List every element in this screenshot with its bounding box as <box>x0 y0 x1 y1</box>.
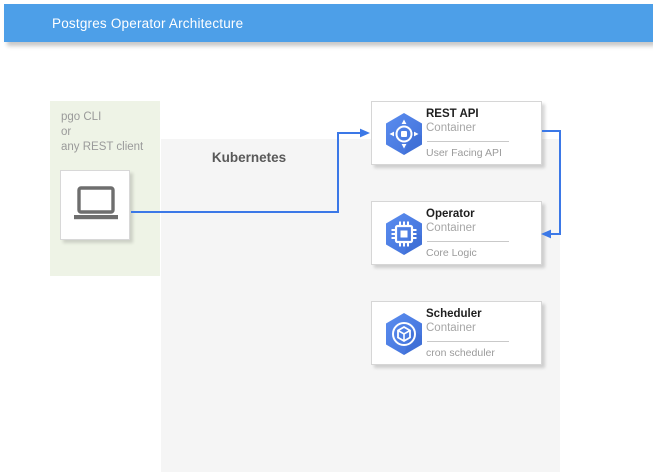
container-title: Scheduler <box>426 308 482 320</box>
page-title: Postgres Operator Architecture <box>52 16 244 31</box>
card-divider <box>427 341 509 342</box>
container-description: User Facing API <box>426 147 502 159</box>
client-laptop-card[interactable] <box>60 170 130 240</box>
card-divider <box>427 241 509 242</box>
container-title: REST API <box>426 108 479 120</box>
arrowhead-to-rest-api <box>360 128 370 138</box>
client-label-line-1: pgo CLI <box>61 111 102 123</box>
container-description: cron scheduler <box>426 347 495 359</box>
title-bar: Postgres Operator Architecture <box>4 4 653 42</box>
container-subtitle: Container <box>426 122 476 134</box>
container-card-scheduler[interactable]: Scheduler Container cron scheduler <box>371 301 542 365</box>
kubernetes-zone-label: Kubernetes <box>211 150 287 165</box>
client-label-line-2: or <box>61 126 72 138</box>
container-subtitle: Container <box>426 322 476 334</box>
container-description: Core Logic <box>426 247 477 259</box>
client-label-line-3: any REST client <box>61 141 144 153</box>
client-zone-label: pgo CLI or any REST client <box>61 110 143 155</box>
laptop-icon <box>74 186 118 220</box>
cpu-chip-hexagon-icon <box>386 213 422 255</box>
container-card-rest-api[interactable]: REST API Container User Facing API <box>371 101 542 165</box>
container-subtitle: Container <box>426 222 476 234</box>
container-card-operator[interactable]: Operator Container Core Logic <box>371 201 542 265</box>
container-title: Operator <box>426 208 475 220</box>
card-divider <box>427 141 509 142</box>
cube-hexagon-icon <box>386 313 422 355</box>
compass-hexagon-icon <box>386 113 422 155</box>
